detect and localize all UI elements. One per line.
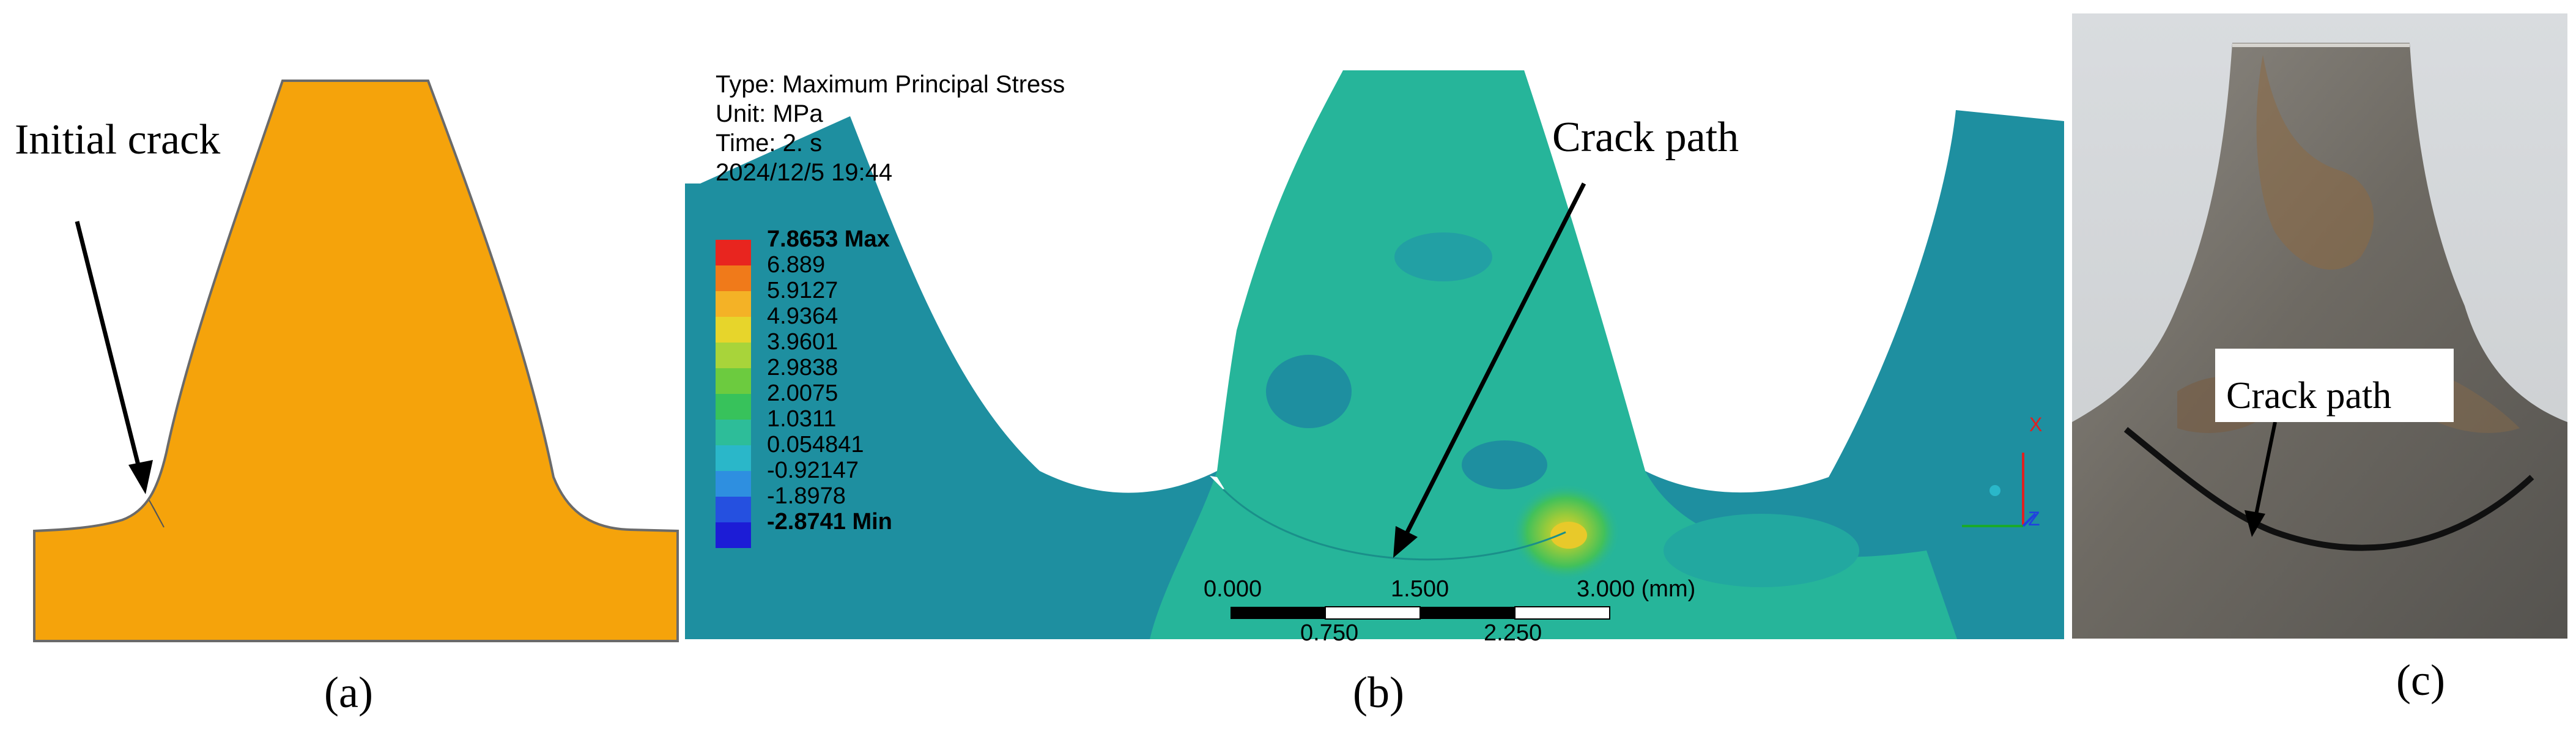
legend-swatch bbox=[716, 343, 751, 368]
legend-swatch bbox=[716, 445, 751, 471]
initial-crack-label: Initial crack bbox=[15, 116, 221, 163]
legend-swatches bbox=[716, 240, 751, 548]
legend-value: -2.8741 Min bbox=[767, 509, 892, 535]
legend-swatch bbox=[716, 291, 751, 317]
result-time-text: Time: 2. s bbox=[716, 130, 823, 157]
result-unit-text: Unit: MPa bbox=[716, 100, 823, 127]
crack-path-label-box bbox=[2215, 349, 2454, 422]
scale-label-3-mm: 3.000 (mm) bbox=[1577, 576, 1696, 602]
legend-value: 3.9601 bbox=[767, 329, 838, 355]
scale-label-1-5: 1.500 bbox=[1391, 576, 1449, 602]
legend-value: 2.9838 bbox=[767, 355, 838, 380]
scale-label-2-25: 2.250 bbox=[1484, 620, 1542, 646]
panel-a-label: (a) bbox=[324, 668, 373, 717]
panel-a-tooth bbox=[33, 80, 679, 642]
panel-b-fea bbox=[685, 70, 2064, 639]
result-date-text: 2024/12/5 19:44 bbox=[716, 159, 893, 186]
legend-value: 6.889 bbox=[767, 252, 826, 278]
crack-path-label-c: Crack path bbox=[2226, 375, 2392, 417]
legend-value: 7.8653 Max bbox=[767, 226, 890, 252]
legend-swatch bbox=[716, 265, 751, 291]
legend-value: -0.92147 bbox=[767, 458, 859, 483]
result-type-text: Type: Maximum Principal Stress bbox=[716, 71, 1065, 98]
legend-swatch bbox=[716, 240, 751, 265]
legend-swatch bbox=[716, 317, 751, 343]
legend-swatch bbox=[716, 522, 751, 548]
panel-c-label: (c) bbox=[2396, 656, 2445, 705]
legend-value: 5.9127 bbox=[767, 278, 838, 303]
legend-value: 1.0311 bbox=[767, 406, 837, 432]
legend-value: 4.9364 bbox=[767, 303, 838, 329]
legend-value: 2.0075 bbox=[767, 380, 838, 406]
legend-swatch bbox=[716, 394, 751, 420]
panel-c-photo bbox=[2072, 13, 2567, 639]
scale-label-0-75: 0.750 bbox=[1300, 620, 1359, 646]
legend-swatch bbox=[716, 420, 751, 445]
crack-path-label-b: Crack path bbox=[1552, 114, 1739, 161]
panel-b-label: (b) bbox=[1353, 668, 1404, 717]
legend-swatch bbox=[716, 368, 751, 394]
legend-swatch bbox=[716, 471, 751, 497]
legend-value: 0.054841 bbox=[767, 432, 864, 458]
scale-label-0: 0.000 bbox=[1204, 576, 1262, 602]
legend-value: -1.8978 bbox=[767, 483, 846, 509]
axis-x-label: X bbox=[2029, 413, 2043, 436]
legend-swatch bbox=[716, 497, 751, 522]
axis-z-label: Z bbox=[2028, 508, 2040, 530]
